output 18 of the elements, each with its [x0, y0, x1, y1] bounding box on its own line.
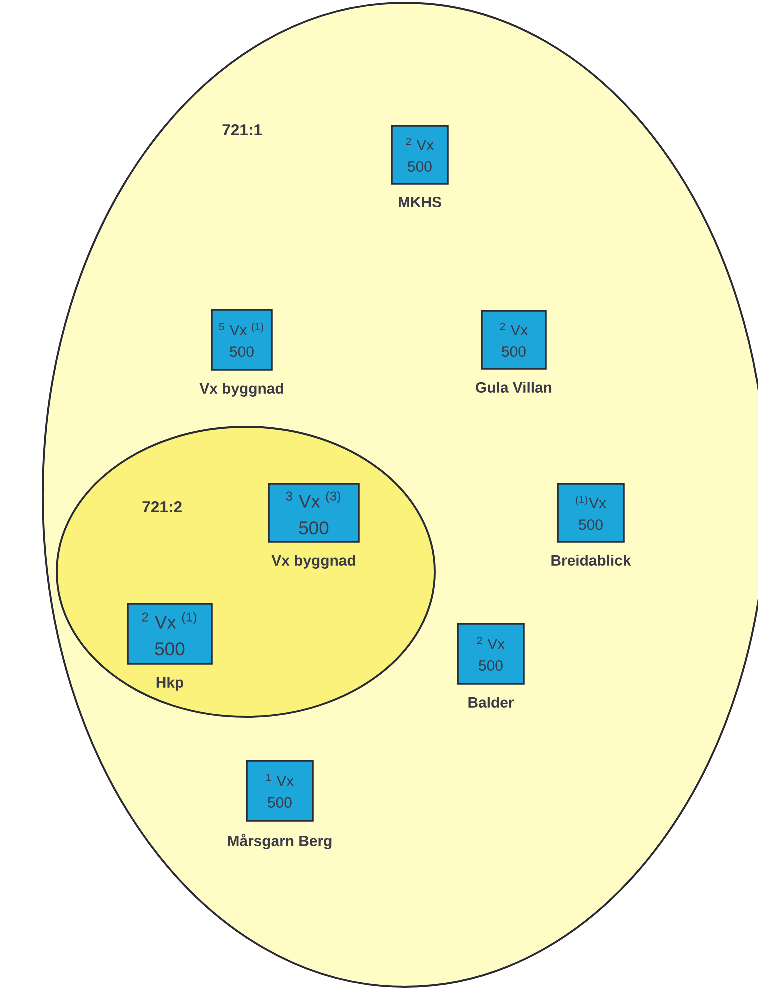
place-name: Vx byggnad [200, 382, 284, 397]
zone-label: 721:1 [222, 124, 262, 136]
unit-box: $^{2}$ Vx 500 [481, 310, 547, 370]
place-name: Hkp [156, 676, 184, 691]
unit-box: $^{2}$ Vx $^{(1)}$ 500 [127, 603, 213, 665]
place-name: MKHS [399, 197, 442, 208]
unit-box: $^{(1)}$Vx 500 [557, 483, 625, 543]
unit-box: $^{1}$ Vx 500 [246, 760, 314, 822]
place-name: Balder [468, 696, 514, 708]
place-name: Mårsgarn Berg [228, 834, 332, 850]
place-name: Gula Villan [476, 382, 552, 393]
unit-box: $^{5}$ Vx $^{(1)}$ 500 [211, 309, 273, 371]
place-name: Vx byggnad [272, 554, 356, 569]
unit-box: $^{3}$ Vx $^{(3)}$ 500 [268, 483, 360, 543]
place-name: Breidablick [552, 554, 632, 566]
zone-label: 721:2 [142, 501, 182, 513]
unit-box: $^{2}$ Vx 500 [457, 623, 525, 685]
unit-box: $^{2}$ Vx 500 [391, 125, 449, 185]
